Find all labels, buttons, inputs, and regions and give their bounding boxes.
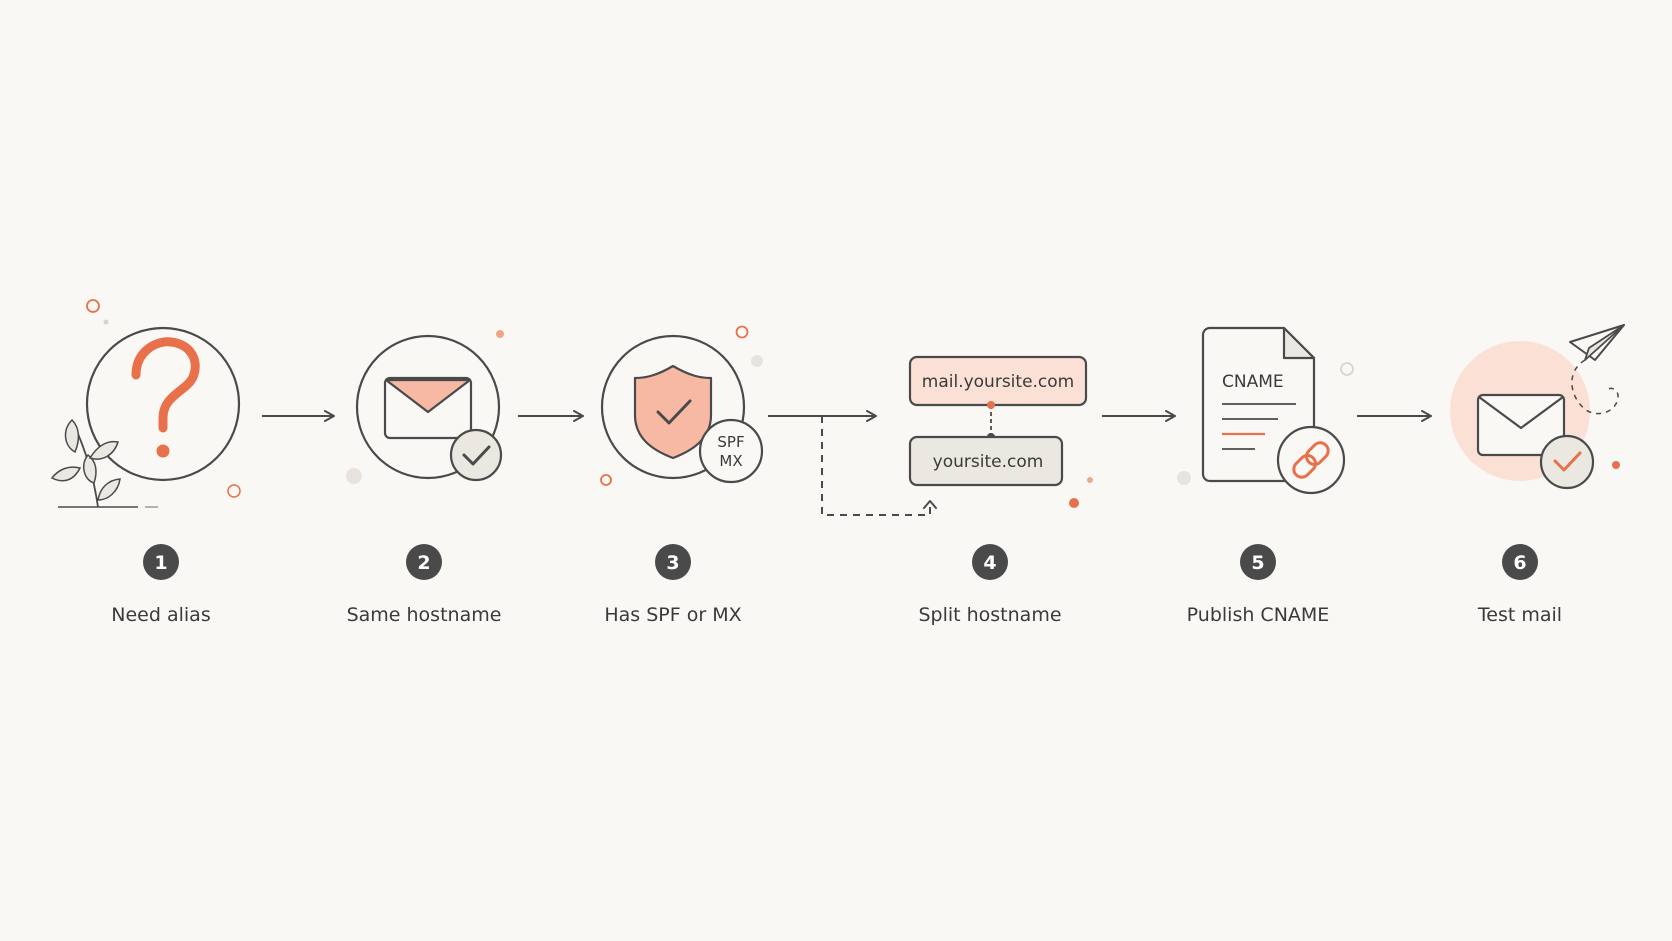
question-icon [85,326,241,482]
step-label: Need alias [111,604,210,626]
hostname-split-icon: mail.yoursite.com yoursite.com [908,355,1088,487]
step-label: Has SPF or MX [604,604,741,626]
spf-badge-line1: SPF [717,433,744,451]
envelope-sent-icon [1450,341,1595,490]
shield-check-icon [600,334,746,480]
spf-mx-badge: SPF MX [698,418,764,484]
decorative-dots [1177,362,1354,485]
step-number: 5 [1251,552,1264,574]
decorative-dots [346,330,504,484]
envelope-check-icon [355,334,503,482]
root-hostname: yoursite.com [933,452,1044,472]
decorative-dots [600,325,763,486]
cname-document-icon: CNAME [1201,326,1346,495]
step-number-badge [655,544,691,580]
step-1 [50,299,241,508]
step-number-badge [972,544,1008,580]
step-number: 4 [983,552,996,574]
subdomain-hostname: mail.yoursite.com [922,372,1074,392]
step-number-badge [143,544,179,580]
step-number: 1 [154,552,167,574]
step-2 [346,330,504,484]
arrow-3-to-4 [768,410,937,516]
decorative-dots [1069,477,1093,508]
step-number: 6 [1513,552,1526,574]
step-number-badge [406,544,442,580]
step-label: Split hostname [918,604,1061,626]
step-6 [1450,324,1625,490]
step-label: Test mail [1477,604,1562,626]
step-number-badge [1502,544,1538,580]
spf-badge-line2: MX [719,452,742,470]
step-number-badge [1240,544,1276,580]
step-5: CNAME [1177,326,1354,495]
step-number: 3 [666,552,679,574]
plant-decoration-icon [50,418,158,508]
decorative-dots [1612,461,1620,469]
step-3: SPF MX [600,325,764,486]
step-label: Publish CNAME [1187,604,1330,626]
decorative-dots [86,299,241,498]
step-4: mail.yoursite.com yoursite.com [908,355,1093,508]
paper-plane-icon [1569,324,1625,415]
step-label: Same hostname [347,604,502,626]
step-number: 2 [417,552,430,574]
link-icon [1276,425,1346,495]
document-title: CNAME [1222,372,1284,392]
